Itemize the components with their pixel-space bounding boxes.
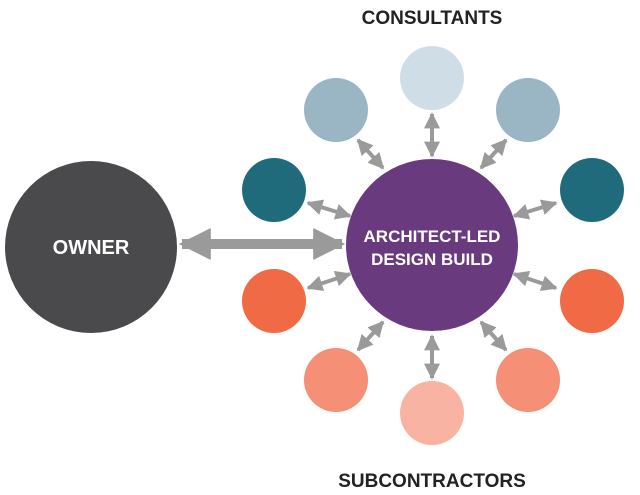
arrow-consultant-right	[512, 199, 558, 220]
arrow-subcontractor-lower-left	[356, 320, 385, 352]
arrow-consultant-left	[306, 199, 352, 220]
owner-label: OWNER	[53, 237, 130, 259]
subcontractor-node-left	[242, 269, 306, 333]
arrow-consultant-upper-left	[356, 138, 385, 170]
owner-node: OWNER	[5, 161, 177, 333]
center-circle	[346, 159, 518, 331]
subcontractor-node-right	[560, 269, 624, 333]
center-label-line2: DESIGN BUILD	[371, 250, 493, 269]
consultant-node-left	[242, 158, 306, 222]
subcontractor-node-bottom	[400, 381, 464, 445]
consultant-node-upper-left	[304, 78, 368, 142]
consultant-node-right	[560, 158, 624, 222]
arrow-subcontractor-right	[512, 270, 558, 292]
consultant-nodes	[242, 46, 624, 222]
subcontractor-node-lower-left	[304, 348, 368, 412]
connection-arrows	[178, 112, 558, 380]
center-node: ARCHITECT-LED DESIGN BUILD	[346, 159, 518, 331]
arrow-subcontractor-left	[306, 270, 352, 292]
arrow-subcontractor-lower-right	[479, 320, 508, 352]
consultant-node-top	[400, 46, 464, 110]
owner-circle	[5, 161, 177, 333]
consultants-label: CONSULTANTS	[362, 8, 503, 29]
subcontractor-node-lower-right	[496, 348, 560, 412]
consultant-node-upper-right	[496, 78, 560, 142]
subcontractors-label: SUBCONTRACTORS	[338, 471, 526, 492]
center-label-line1: ARCHITECT-LED	[364, 227, 501, 246]
arrow-consultant-upper-right	[479, 138, 508, 170]
subcontractor-nodes	[242, 269, 624, 445]
